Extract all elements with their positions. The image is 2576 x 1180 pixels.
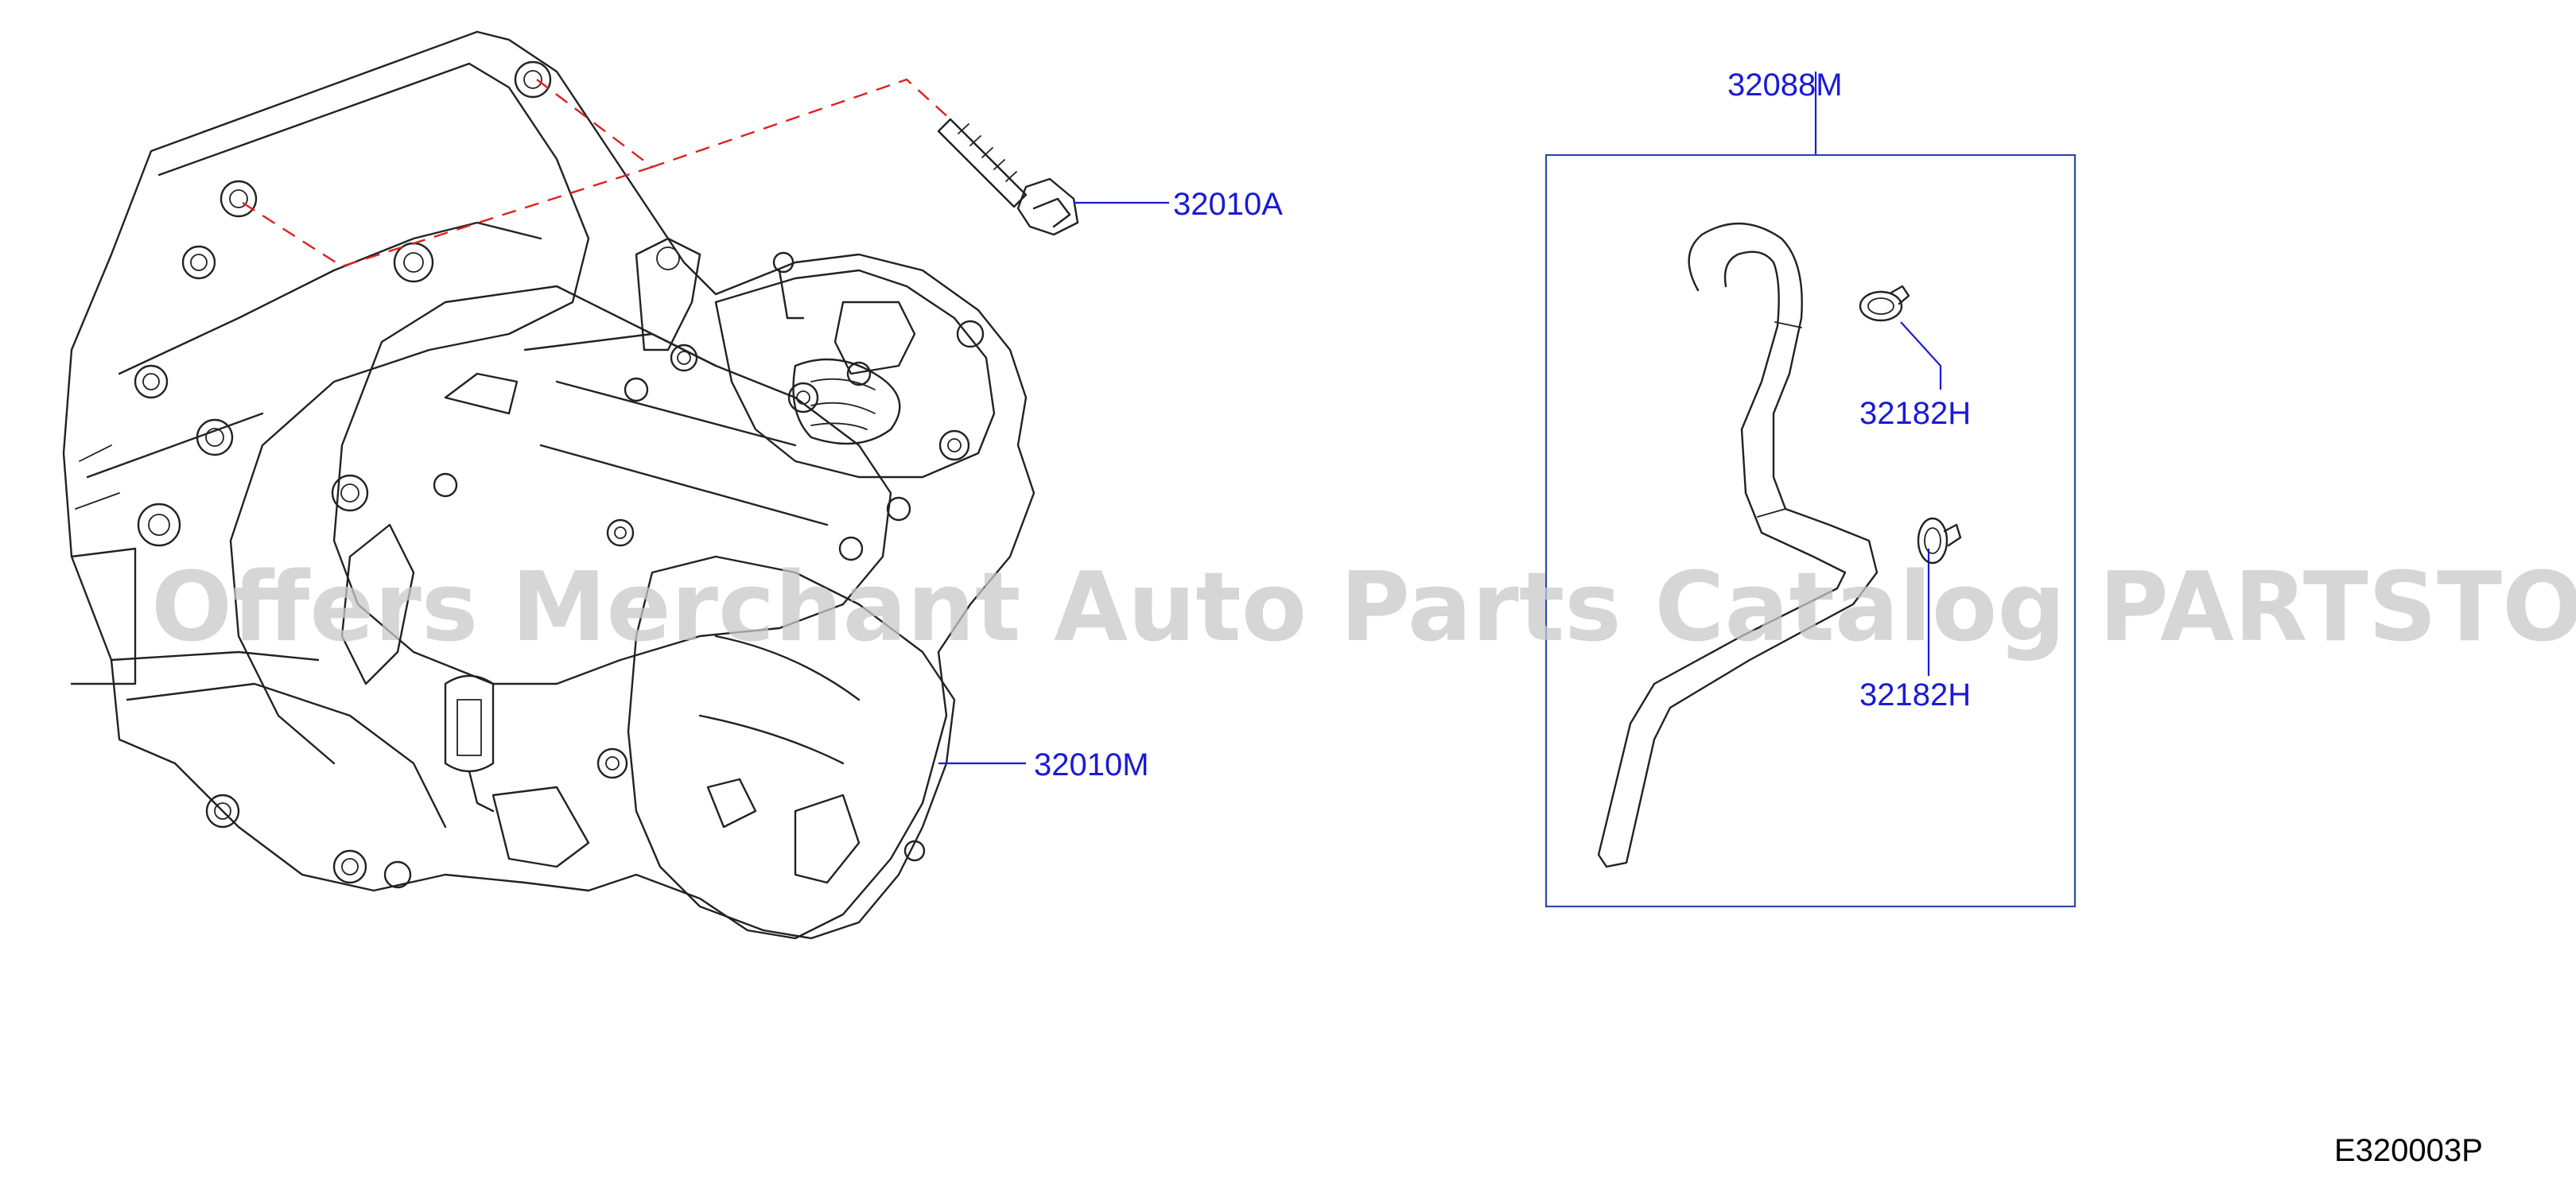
transaxle-drawing[interactable] bbox=[62, 30, 1035, 940]
install-guide-lines bbox=[242, 78, 951, 268]
breather-hose-drawing[interactable] bbox=[1597, 222, 1879, 868]
callout-32182H-lower[interactable]: 32182H bbox=[1859, 677, 1971, 712]
clamp-lower-drawing[interactable] bbox=[1917, 517, 1962, 565]
callout-32010A[interactable]: 32010A bbox=[1173, 187, 1283, 222]
bolt-drawing[interactable] bbox=[937, 118, 1079, 236]
clamp-upper-drawing[interactable] bbox=[1859, 285, 1910, 322]
callout-32182H-upper[interactable]: 32182H bbox=[1859, 396, 1971, 431]
watermark-text: Offers Merchant Auto Parts Catalog PARTS… bbox=[151, 553, 2576, 663]
leader-lines bbox=[938, 72, 1942, 765]
callout-32010M[interactable]: 32010M bbox=[1034, 747, 1149, 782]
drawing-code: E320003P bbox=[2334, 1133, 2483, 1168]
kit-bounding-box bbox=[1544, 153, 2077, 908]
callout-32088M[interactable]: 32088M bbox=[1727, 68, 1843, 103]
